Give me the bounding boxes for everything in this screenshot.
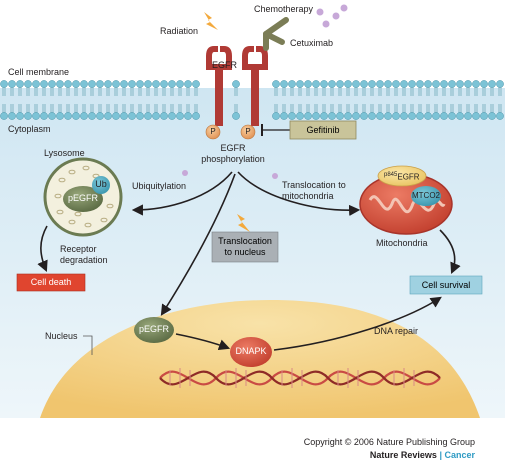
mitochondrion <box>359 165 453 235</box>
receptor-degradation-label-line1: Receptor <box>60 244 97 254</box>
mitochondria-label: Mitochondria <box>376 238 428 248</box>
radiation-label: Radiation <box>160 26 199 36</box>
arrow-mito-to-survival <box>439 229 461 275</box>
translocation-nucleus-box-shape <box>211 231 279 263</box>
receptor-degradation-label-line2: degradation <box>60 255 108 265</box>
pegfr-nucleus-shape <box>134 317 174 343</box>
chemotherapy-label: Chemotherapy <box>254 4 314 14</box>
cetuximab-antibody <box>263 17 289 51</box>
ubiquitylation-label: Ubiquitylation <box>132 181 187 191</box>
translocation-nucleus-line1: Translocation <box>218 236 272 246</box>
cell-death-box-shape <box>16 273 86 292</box>
arrow-to-nucleus <box>160 173 236 316</box>
mito-dot-icon <box>272 173 278 179</box>
dna-repair-label: DNA repair <box>374 326 419 336</box>
egfr-phosphorylation-label-line2: phosphorylation <box>201 154 265 164</box>
nucleus-label: Nucleus <box>45 331 78 341</box>
pegfr-nucleus-label: pEGFR <box>138 324 169 334</box>
cell-survival-box-shape <box>409 275 483 295</box>
pegfr-lysosome-label: pEGFR <box>67 193 98 203</box>
radiation-lightning-icon <box>204 12 218 30</box>
cell-membrane <box>0 80 504 120</box>
mtco2-label: MTCO2 <box>412 191 440 200</box>
cell-death-label: Cell death <box>30 277 72 287</box>
egfr-phosphorylation-label-line1: EGFR <box>220 143 246 153</box>
ubiquitin-label: Ub <box>95 179 107 189</box>
gefitinib-box-shape <box>289 120 357 140</box>
phosphate-left-label: P <box>210 127 216 136</box>
arrow-lysosome-to-cell-death <box>37 225 48 273</box>
dnapk-label: DNAPK <box>235 346 267 356</box>
gefitinib-label: Gefitinib <box>306 124 340 135</box>
ubiquitin-dot-icon <box>182 170 188 176</box>
dna-double-helix <box>159 368 441 388</box>
translocation-nucleus-line2: to nucleus <box>224 247 266 257</box>
cell-membrane-label: Cell membrane <box>8 67 70 77</box>
p845-egfr-label: p845EGFR <box>384 170 420 183</box>
copyright-line: Copyright © 2006 Nature Publishing Group <box>303 437 475 447</box>
lysosome-label: Lysosome <box>44 148 85 158</box>
cell-survival-label: Cell survival <box>421 279 471 290</box>
journal-name: Nature Reviews <box>369 450 437 460</box>
p845-egfr-text: EGFR <box>397 172 420 182</box>
egfr-label: EGFR <box>212 60 238 70</box>
journal-line: Nature Reviews | Cancer <box>370 450 475 460</box>
egfr-receptor-left <box>206 46 232 126</box>
translocation-nucleus-label: Translocation to nucleus <box>212 232 278 262</box>
lysosome <box>43 157 123 237</box>
journal-section: Cancer <box>444 450 475 460</box>
cytoplasm-label: Cytoplasm <box>8 124 51 134</box>
nucleus-leader-line <box>83 335 93 355</box>
translocation-mitochondria-label-line1: Translocation to <box>282 180 346 190</box>
egfr-receptor-right <box>242 46 268 126</box>
arrow-to-mitochondria <box>237 171 361 217</box>
chemotherapy-molecules <box>316 4 348 28</box>
arrow-to-lysosome <box>131 171 233 216</box>
cetuximab-label: Cetuximab <box>290 38 334 48</box>
lightning-icon-cytoplasm <box>237 214 250 232</box>
phosphate-right-icon <box>240 124 256 140</box>
arrow-dna-repair-to-survival <box>273 296 442 351</box>
arrow-pegfr-to-dnapk <box>175 333 231 351</box>
journal-separator: | <box>439 450 442 460</box>
p845-superscript: p845 <box>384 172 398 178</box>
phosphate-right-label: P <box>245 127 251 136</box>
phosphate-left-icon <box>205 124 221 140</box>
translocation-mitochondria-label-line2: mitochondria <box>282 191 334 201</box>
dnapk-shape <box>230 337 272 367</box>
